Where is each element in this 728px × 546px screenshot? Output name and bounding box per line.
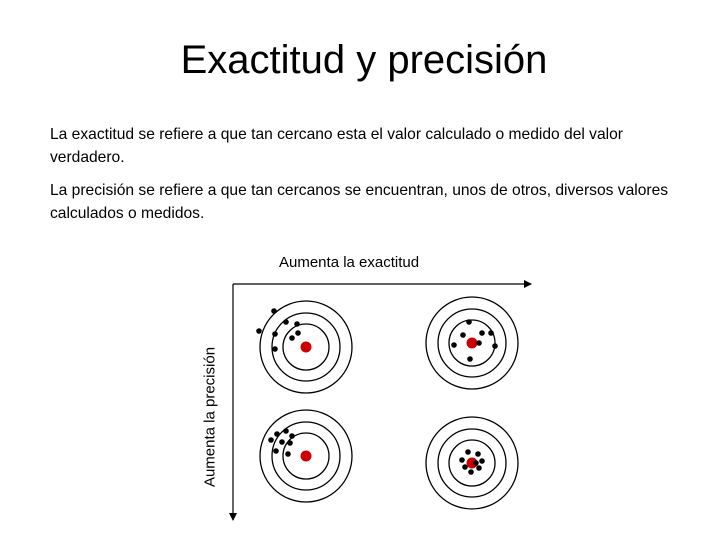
target-ring: [271, 312, 341, 382]
measurement-dot: [283, 319, 289, 325]
target-ring: [282, 432, 330, 480]
measurement-dot: [274, 431, 280, 437]
accuracy-axis-label: Aumenta la exactitud: [279, 254, 420, 271]
precision-definition: La precisión se refiere a que tan cercan…: [50, 182, 669, 222]
measurement-dot: [273, 448, 279, 454]
measurement-dot: [459, 457, 465, 463]
true-value-dot: [300, 341, 312, 353]
measurement-dot: [451, 342, 457, 348]
target-low-accuracy-low-precision: [256, 300, 353, 394]
true-value-dot: [466, 337, 478, 349]
target-high-accuracy-high-precision: [425, 416, 519, 510]
target-ring: [259, 409, 353, 503]
target-ring: [437, 428, 507, 498]
measurement-dot: [268, 437, 274, 443]
slide-title: Exactitud y precisión: [180, 38, 548, 82]
measurement-dot: [272, 331, 278, 337]
measurement-dot: [479, 458, 485, 464]
measurement-dot: [271, 308, 277, 314]
measurement-dot: [294, 321, 300, 327]
target-ring: [448, 319, 496, 367]
target-ring: [271, 421, 341, 491]
target-ring: [425, 296, 519, 390]
measurement-dot: [460, 332, 466, 338]
target-ring: [259, 300, 353, 394]
measurement-dot: [287, 440, 293, 446]
measurement-dot: [295, 330, 301, 336]
measurement-dot: [289, 335, 295, 341]
measurement-dot: [462, 464, 468, 470]
measurement-dot: [466, 319, 472, 325]
target-ring: [437, 308, 507, 378]
measurement-dot: [279, 439, 285, 445]
measurement-dot: [475, 451, 481, 457]
measurement-dot: [465, 449, 471, 455]
measurement-dot: [488, 330, 494, 336]
measurement-dot: [467, 356, 473, 362]
target-ring: [425, 416, 519, 510]
measurement-dot: [283, 428, 289, 434]
true-value-dot: [466, 457, 478, 469]
measurement-dot: [492, 343, 498, 349]
true-value-dot: [300, 450, 312, 462]
measurement-dot: [473, 460, 479, 466]
measurement-dot: [285, 451, 291, 457]
measurement-dot: [256, 328, 262, 334]
measurement-dot: [476, 340, 482, 346]
target-high-accuracy-low-precision: [425, 296, 519, 390]
measurement-dot: [468, 469, 474, 475]
target-low-accuracy-high-precision: [259, 409, 353, 503]
target-ring: [448, 439, 496, 487]
accuracy-definition: La exactitud se refiere a que tan cercan…: [50, 126, 623, 166]
measurement-dot: [476, 465, 482, 471]
target-ring: [282, 323, 330, 371]
measurement-dot: [289, 433, 295, 439]
measurement-dot: [272, 346, 278, 352]
measurement-dot: [479, 330, 485, 336]
